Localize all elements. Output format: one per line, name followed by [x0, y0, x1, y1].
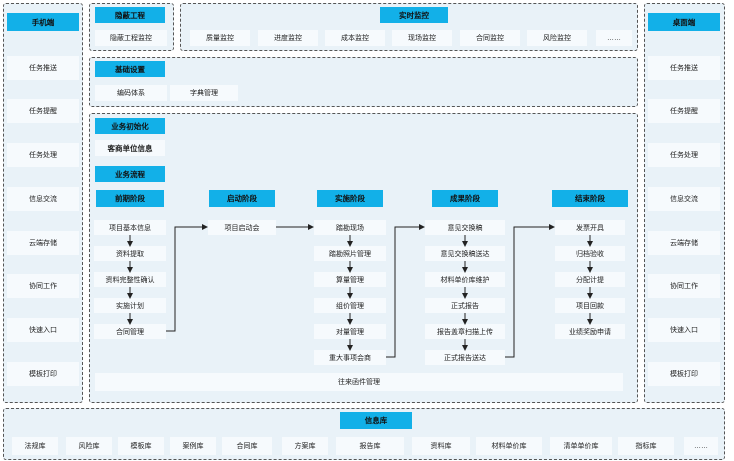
stage-step[interactable]: 意见交换稿送达: [425, 246, 505, 261]
stage-title: 启动阶段: [209, 190, 275, 207]
stage-step[interactable]: 材料单价库维护: [425, 272, 505, 287]
realtime-item[interactable]: 成本监控: [325, 30, 385, 46]
stage-step[interactable]: 合同管理: [94, 324, 166, 339]
mobile-item[interactable]: 协同工作: [7, 274, 79, 298]
stage-step[interactable]: 项目基本信息: [94, 220, 166, 235]
business-flow-title: 业务流程: [95, 166, 165, 182]
stage-step[interactable]: 资料完整性确认: [94, 272, 166, 287]
stage-step[interactable]: 重大事项会商: [314, 350, 386, 365]
stage-step[interactable]: 意见交换稿: [425, 220, 505, 235]
info-db-item[interactable]: 资料库: [412, 437, 470, 455]
stage-step[interactable]: 分配计提: [555, 272, 625, 287]
mobile-item[interactable]: 任务处理: [7, 143, 79, 167]
desktop-item[interactable]: 云端存储: [648, 231, 720, 255]
info-db-item[interactable]: 模板库: [118, 437, 164, 455]
info-db-item[interactable]: 风险库: [66, 437, 112, 455]
desktop-item[interactable]: 任务提醒: [648, 99, 720, 123]
stage-title: 结束阶段: [552, 190, 628, 207]
mobile-item[interactable]: 任务提醒: [7, 99, 79, 123]
info-db-item[interactable]: 报告库: [336, 437, 404, 455]
stage-step[interactable]: 踏勘现场: [314, 220, 386, 235]
mobile-item[interactable]: 模板打印: [7, 362, 79, 386]
coding-system-item[interactable]: 编码体系: [95, 85, 167, 101]
desktop-title: 桌面端: [648, 13, 720, 31]
stage-title: 前期阶段: [96, 190, 164, 207]
stage-step[interactable]: 发票开具: [555, 220, 625, 235]
stage-title: 成果阶段: [432, 190, 498, 207]
mobile-item[interactable]: 快速入口: [7, 318, 79, 342]
stage-step[interactable]: 踏勘照片管理: [314, 246, 386, 261]
stage-title: 实施阶段: [317, 190, 383, 207]
hidden-project-title: 隐蔽工程: [95, 7, 165, 23]
correspondence-bar[interactable]: 往来函件管理: [95, 373, 623, 391]
mobile-item[interactable]: 云端存储: [7, 231, 79, 255]
stage-step[interactable]: 归档验收: [555, 246, 625, 261]
mobile-title: 手机端: [7, 13, 79, 31]
info-db-item[interactable]: ……: [684, 437, 718, 455]
mobile-item[interactable]: 信息交流: [7, 187, 79, 211]
info-db-item[interactable]: 法规库: [12, 437, 58, 455]
client-info-item[interactable]: 客商单位信息: [95, 140, 165, 156]
stage-step[interactable]: 实施计划: [94, 298, 166, 313]
realtime-item[interactable]: 风险监控: [527, 30, 587, 46]
stage-step[interactable]: 项目回款: [555, 298, 625, 313]
basic-settings-title: 基础设置: [95, 61, 165, 77]
stage-step[interactable]: 算量管理: [314, 272, 386, 287]
stage-step[interactable]: 组价管理: [314, 298, 386, 313]
stage-step[interactable]: 对量管理: [314, 324, 386, 339]
stage-step[interactable]: 正式报告送达: [425, 350, 505, 365]
desktop-item[interactable]: 协同工作: [648, 274, 720, 298]
desktop-item[interactable]: 模板打印: [648, 362, 720, 386]
info-db-title: 信息库: [340, 412, 412, 429]
realtime-item[interactable]: ……: [596, 30, 632, 46]
dictionary-item[interactable]: 字典管理: [170, 85, 238, 101]
stage-step[interactable]: 业绩奖励申请: [555, 324, 625, 339]
realtime-item[interactable]: 进度监控: [258, 30, 318, 46]
desktop-item[interactable]: 任务处理: [648, 143, 720, 167]
hidden-project-item[interactable]: 隐蔽工程监控: [95, 30, 167, 46]
stage-step[interactable]: 正式报告: [425, 298, 505, 313]
info-db-item[interactable]: 材料单价库: [476, 437, 542, 455]
realtime-item[interactable]: 合同监控: [460, 30, 520, 46]
realtime-item[interactable]: 质量监控: [190, 30, 250, 46]
realtime-title: 实时监控: [380, 7, 448, 23]
info-db-item[interactable]: 合同库: [222, 437, 272, 455]
stage-step[interactable]: 报告盖章扫描上传: [425, 324, 505, 339]
stage-step[interactable]: 资料提取: [94, 246, 166, 261]
stage-step[interactable]: 项目启动会: [208, 220, 276, 235]
desktop-item[interactable]: 快速入口: [648, 318, 720, 342]
info-db-item[interactable]: 清单单价库: [550, 437, 612, 455]
desktop-item[interactable]: 信息交流: [648, 187, 720, 211]
mobile-item[interactable]: 任务推送: [7, 56, 79, 80]
desktop-item[interactable]: 任务推送: [648, 56, 720, 80]
realtime-item[interactable]: 现场监控: [392, 30, 452, 46]
info-db-item[interactable]: 指标库: [618, 437, 674, 455]
info-db-item[interactable]: 案例库: [170, 437, 216, 455]
info-db-item[interactable]: 方案库: [282, 437, 328, 455]
business-init-title: 业务初始化: [95, 118, 165, 134]
